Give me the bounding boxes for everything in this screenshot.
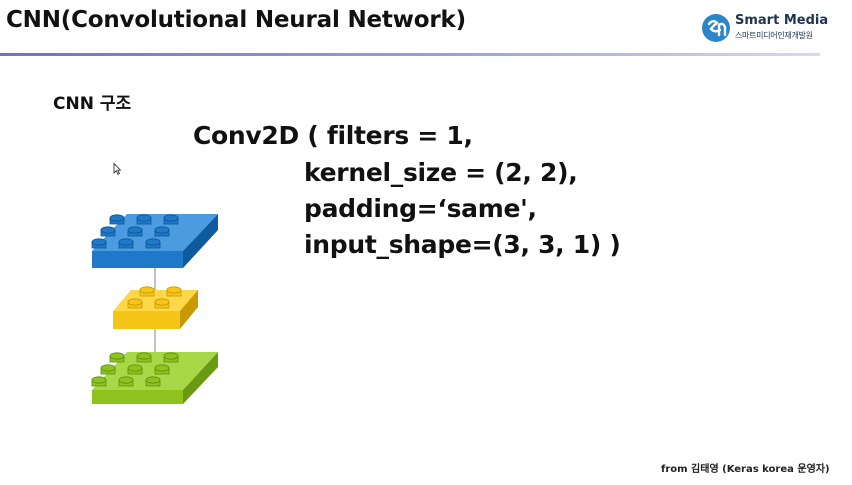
smart-media-logo-icon [702,14,730,42]
yellow-layer-block [113,286,198,329]
blue-layer-block [91,214,218,268]
code-line-2: kernel_size = (2, 2), [304,158,578,187]
green-layer-block [91,352,218,404]
smart-media-logo: Smart Media 스마트미디어인재개발원 [701,11,828,45]
slide-title: CNN(Convolutional Neural Network) [6,7,466,33]
stacked-layer-blocks-icon [91,214,218,404]
code-line-1: Conv2D ( filters = 1, [193,121,473,150]
logo-subtitle: 스마트미디어인재개발원 [735,31,813,40]
code-line-3: padding=‘same', [304,194,537,223]
mouse-cursor-icon [113,163,121,175]
source-credit: from 김태영 (Keras korea 운영자) [661,464,830,475]
code-line-4: input_shape=(3, 3, 1) ) [304,230,621,259]
section-subtitle: CNN 구조 [53,94,132,114]
logo-name: Smart Media [735,13,829,28]
header-divider [0,53,820,56]
